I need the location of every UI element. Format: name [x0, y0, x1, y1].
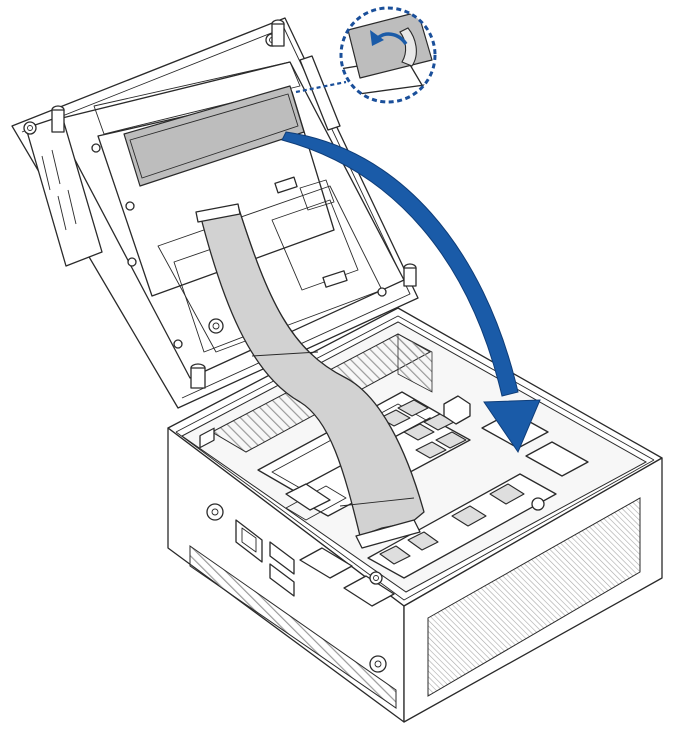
- connector-post: [443, 395, 471, 425]
- usb-port-1: [269, 541, 295, 575]
- usb-port-2: [269, 563, 295, 597]
- ribbon-cable: [195, 203, 425, 549]
- ribbon-connector-bottom: [355, 519, 421, 549]
- front-vent: [189, 545, 397, 709]
- lid-rail: [25, 115, 103, 267]
- chassis-screw-hole: [369, 655, 387, 673]
- curved-arrow-icon: [281, 131, 541, 454]
- io-panel: [189, 503, 397, 709]
- audio-jack: [206, 503, 224, 521]
- rotate-arrow-icon: [376, 32, 408, 46]
- m2-ssd-slot: [367, 473, 557, 585]
- callout-circle: [339, 6, 437, 104]
- m2-standoff: [531, 497, 545, 511]
- vent-grille: [427, 497, 641, 697]
- lid-posts: [51, 19, 417, 389]
- screw-icon: [369, 571, 383, 585]
- detail-callout: [295, 6, 437, 104]
- ssd-on-lid: [123, 85, 305, 187]
- ribbon-connector-top: [195, 203, 241, 223]
- tape-tab: [399, 27, 417, 67]
